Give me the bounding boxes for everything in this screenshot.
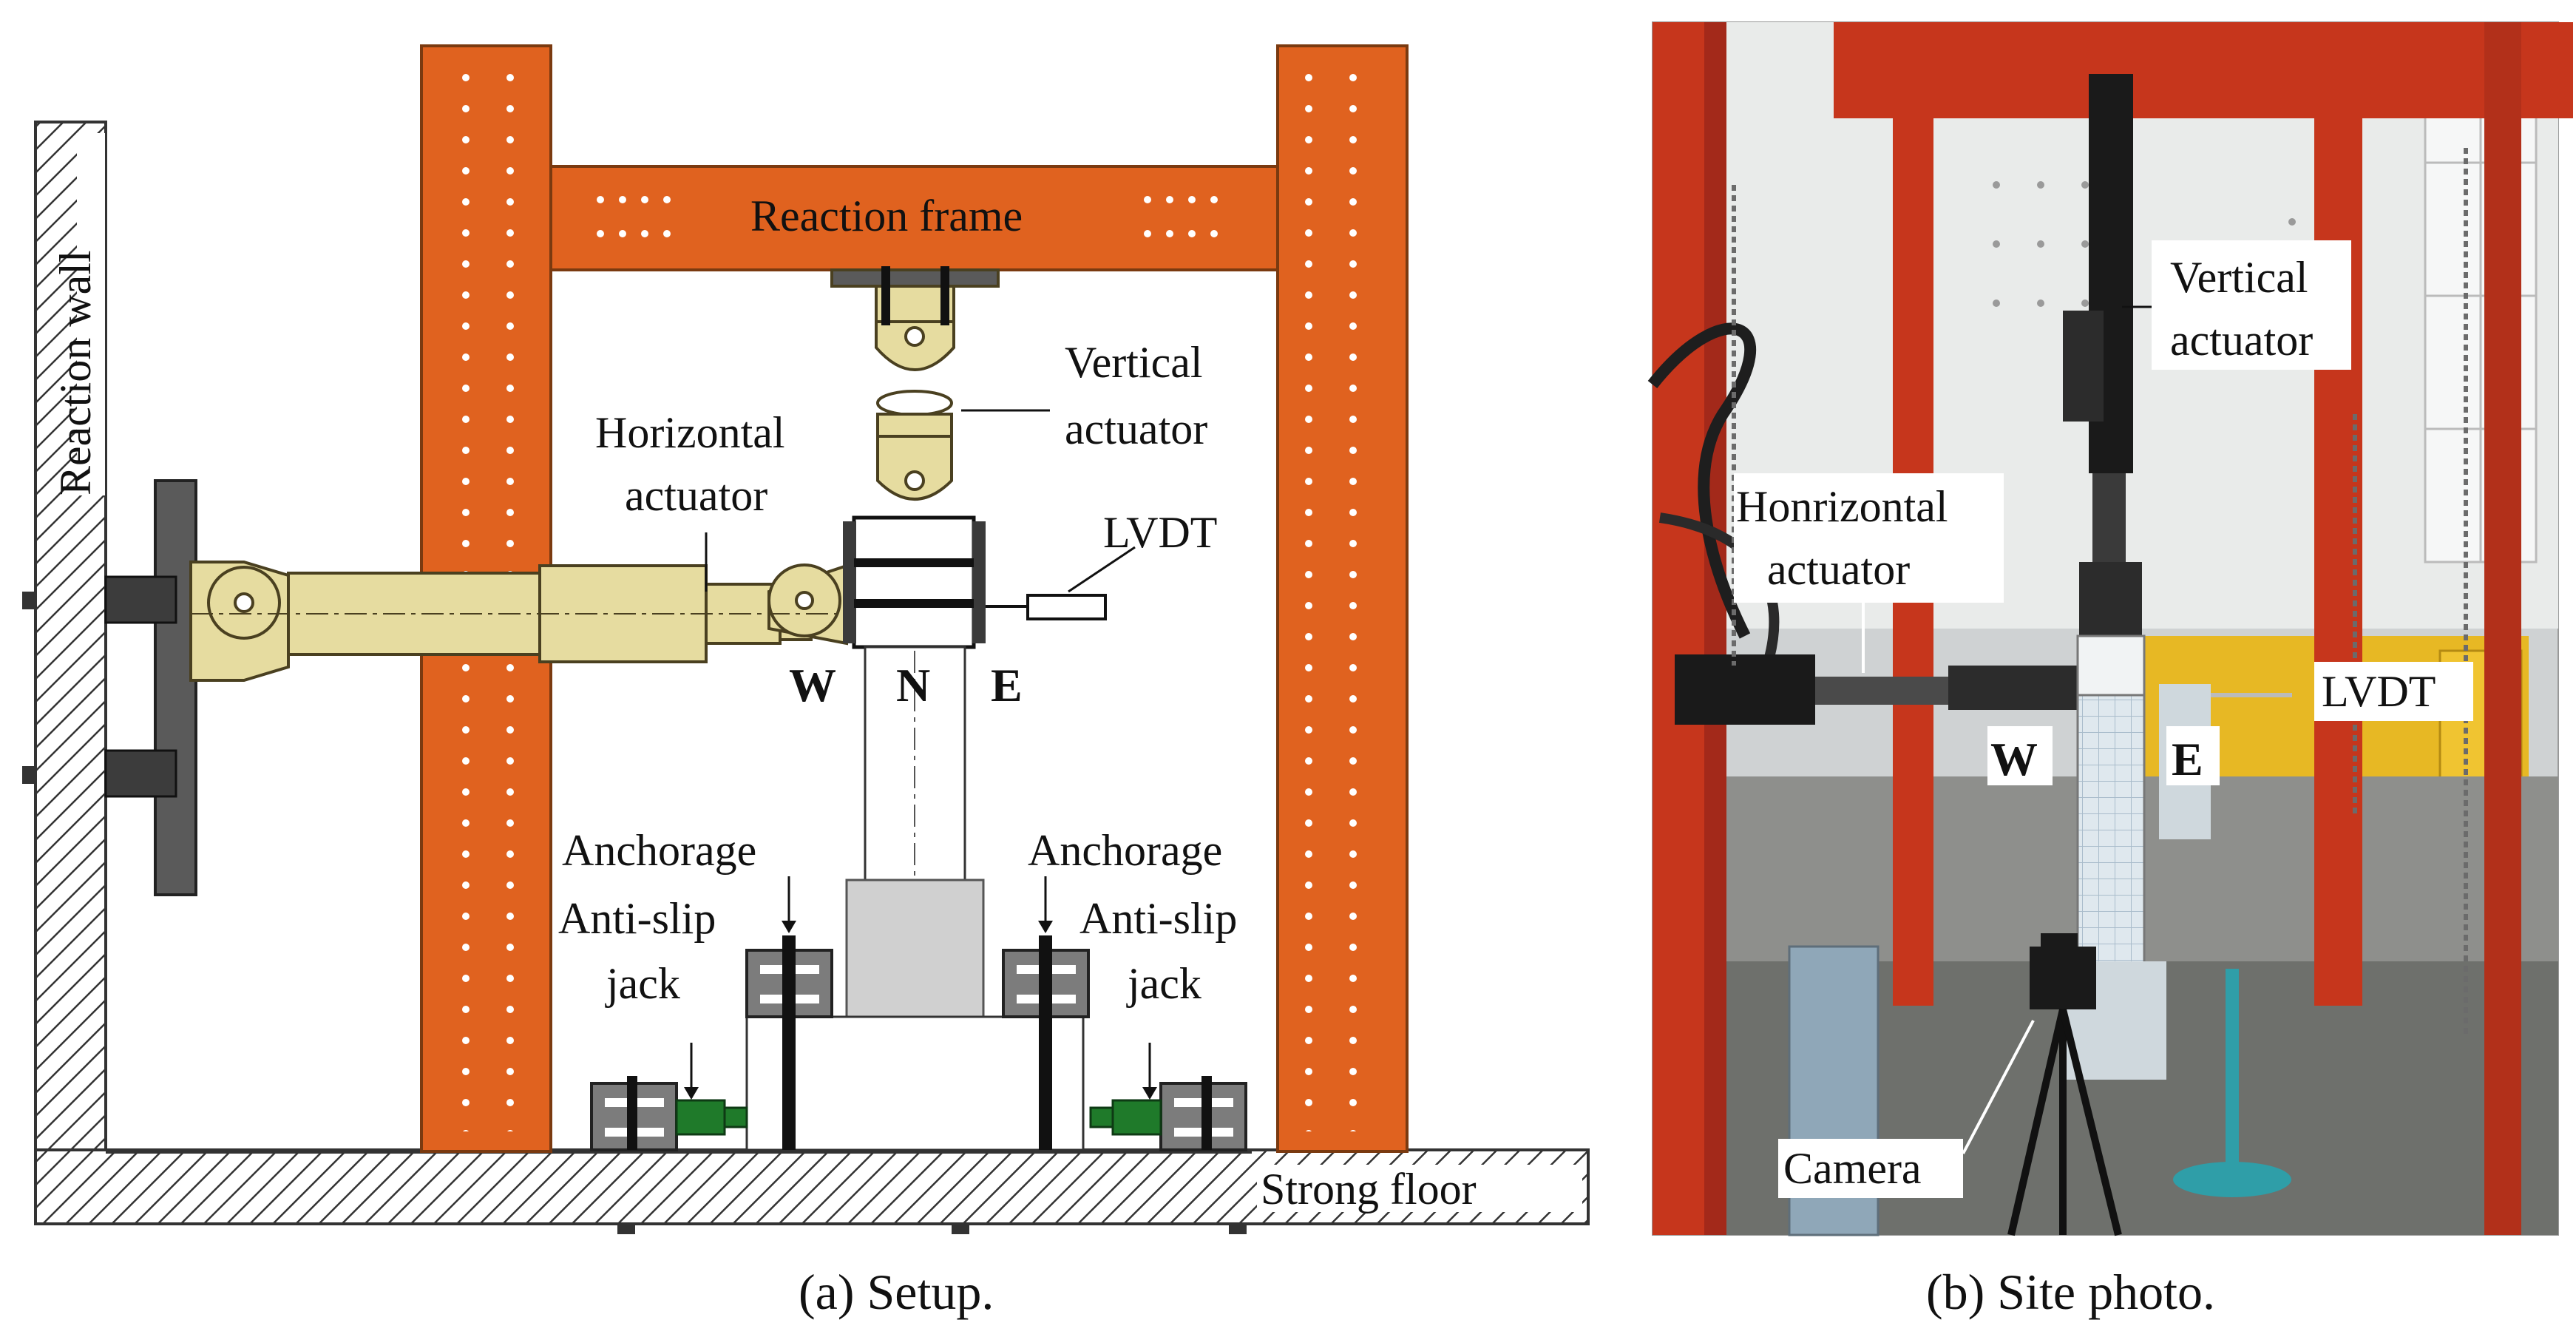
antislip-left-label-2: jack: [605, 959, 680, 1008]
antislip-left-label-1: Anti-slip: [558, 894, 716, 943]
dir-w-label: W: [789, 659, 836, 711]
strong-floor-label: Strong floor: [1261, 1165, 1477, 1214]
reaction-frame-label: Reaction frame: [750, 192, 1023, 240]
anchorage-right: [1002, 876, 1090, 1150]
vertical-actuator: [830, 268, 1000, 501]
antislip-jack-left: [590, 1043, 748, 1151]
site-photo: Vertical actuator Honrizontal actuator L…: [1647, 21, 2573, 1320]
horizontal-actuator-label-1: Horizontal: [595, 408, 785, 457]
photo-vertical-actuator-label-1: Vertical: [2170, 253, 2308, 302]
photo-lvdt-label: LVDT: [2322, 667, 2436, 716]
actuator-wall-plate: [104, 479, 197, 896]
vertical-actuator-label-1: Vertical: [1065, 338, 1203, 387]
column-specimen: [745, 515, 1085, 1151]
setup-caption: (a) Setup.: [799, 1264, 994, 1320]
anchorage-left-label: Anchorage: [562, 826, 756, 875]
anchorage-right-label: Anchorage: [1028, 826, 1222, 875]
setup-diagram: Reaction wall Strong floor: [22, 44, 1590, 1320]
reaction-wall: Reaction wall: [34, 121, 107, 1225]
vertical-actuator-label-2: actuator: [1065, 405, 1207, 453]
photo-horizontal-actuator-label-1: Honrizontal: [1736, 482, 1948, 531]
photo-vertical-actuator-label-2: actuator: [2170, 316, 2313, 365]
photo-dir-w-label: W: [1990, 733, 2038, 785]
photo-caption: (b) Site photo.: [1926, 1264, 2215, 1320]
anchorage-left: [745, 876, 833, 1150]
lvdt-sensor: LVDT: [986, 508, 1217, 620]
lvdt-label: LVDT: [1103, 508, 1217, 557]
antislip-right-label-1: Anti-slip: [1079, 894, 1237, 943]
bolt-rods: [881, 266, 949, 325]
antislip-jack-right: [1089, 1043, 1247, 1151]
dir-e-label: E: [991, 659, 1023, 711]
horizontal-actuator-label-2: actuator: [625, 471, 767, 520]
photo-horizontal-actuator-label-2: actuator: [1767, 545, 1910, 594]
photo-dir-e-label: E: [2172, 733, 2203, 785]
antislip-right-label-2: jack: [1126, 959, 1201, 1008]
reaction-wall-label: Reaction wall: [51, 250, 100, 495]
dir-n-label: N: [896, 659, 930, 711]
photo-camera-label: Camera: [1783, 1144, 1922, 1193]
